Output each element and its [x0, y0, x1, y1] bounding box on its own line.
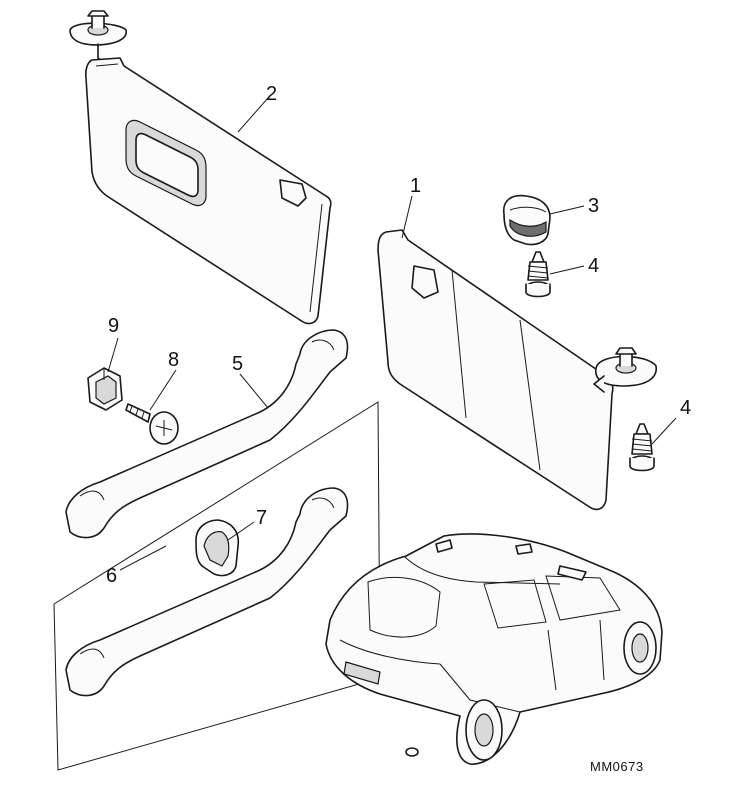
- leader-lines: [107, 97, 677, 571]
- visor-pivot-bracket-right: [593, 347, 657, 393]
- callout-6: 6: [106, 565, 117, 587]
- visor-clip: [502, 194, 551, 246]
- visor-pivot-bracket-left: [69, 10, 127, 65]
- callout-4-lower: 4: [680, 397, 691, 419]
- callout-8: 8: [168, 349, 179, 371]
- callout-3: 3: [588, 195, 599, 217]
- screw-clip-fixing: [525, 251, 551, 298]
- callout-4-upper: 4: [588, 255, 599, 277]
- spire-nut: [87, 367, 123, 411]
- grab-handle: [65, 329, 349, 539]
- callout-9: 9: [108, 315, 119, 337]
- callout-7: 7: [256, 507, 267, 529]
- callouts: 2 1 3 4 4 5 9 8 7 6: [106, 83, 691, 587]
- car-location-illustration: [325, 533, 663, 765]
- grab-handle-kit-handle: [65, 487, 349, 697]
- handle-cover: [195, 519, 240, 577]
- sun-visor-left: [69, 10, 332, 325]
- screw-visor-fixing: [629, 423, 655, 472]
- callout-1: 1: [410, 175, 421, 197]
- vanity-mirror: [125, 119, 207, 207]
- reference-code: MM0673: [590, 759, 644, 774]
- callout-5: 5: [232, 353, 243, 375]
- callout-2: 2: [266, 83, 277, 105]
- sun-visor-right: [377, 229, 657, 511]
- handle-screw: [125, 403, 179, 445]
